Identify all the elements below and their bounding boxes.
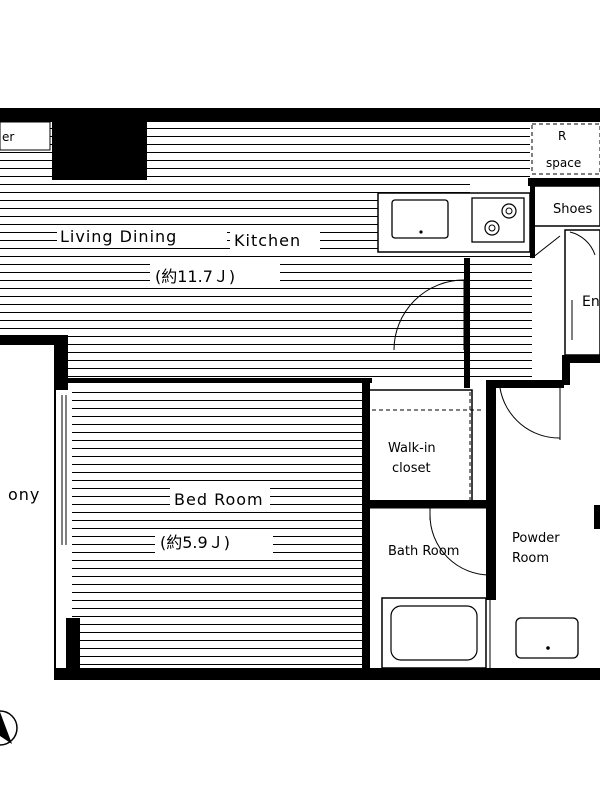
powder-label-2: Room — [512, 551, 549, 566]
shoes-label: Shoes — [553, 202, 592, 217]
balcony — [0, 345, 55, 680]
entrance-label: En — [582, 294, 600, 310]
walkin-label-2: closet — [392, 461, 431, 476]
ldk-label-1: Living Dining — [60, 227, 177, 246]
corner-label: er — [2, 130, 14, 144]
door-swings — [393, 231, 596, 576]
walls — [0, 108, 600, 680]
kitchen-counter — [377, 192, 531, 253]
bedroom-label: Bed Room — [174, 490, 264, 509]
corner-room — [0, 121, 51, 151]
stove-icon — [484, 203, 517, 236]
balcony-label: ony — [8, 485, 40, 504]
r-space — [531, 123, 600, 175]
powder-label-1: Powder — [512, 531, 560, 546]
r-space-label-2: space — [546, 156, 581, 170]
bath-label: Bath Room — [388, 544, 459, 559]
entrance — [564, 229, 600, 356]
r-space-label-1: R — [558, 129, 566, 143]
pillar — [52, 118, 147, 180]
bedroom-floor — [72, 388, 362, 668]
walkin-label-1: Walk-in — [388, 441, 436, 456]
ldk-size: (約11.7Ｊ) — [155, 267, 235, 286]
ldk-label-2: Kitchen — [234, 231, 301, 250]
washbasin-icon — [515, 617, 579, 659]
ldk-floor-right — [470, 252, 532, 380]
bedroom-size: (約5.9Ｊ) — [160, 533, 230, 552]
walkin-closet — [367, 389, 473, 503]
compass-icon — [0, 710, 18, 746]
